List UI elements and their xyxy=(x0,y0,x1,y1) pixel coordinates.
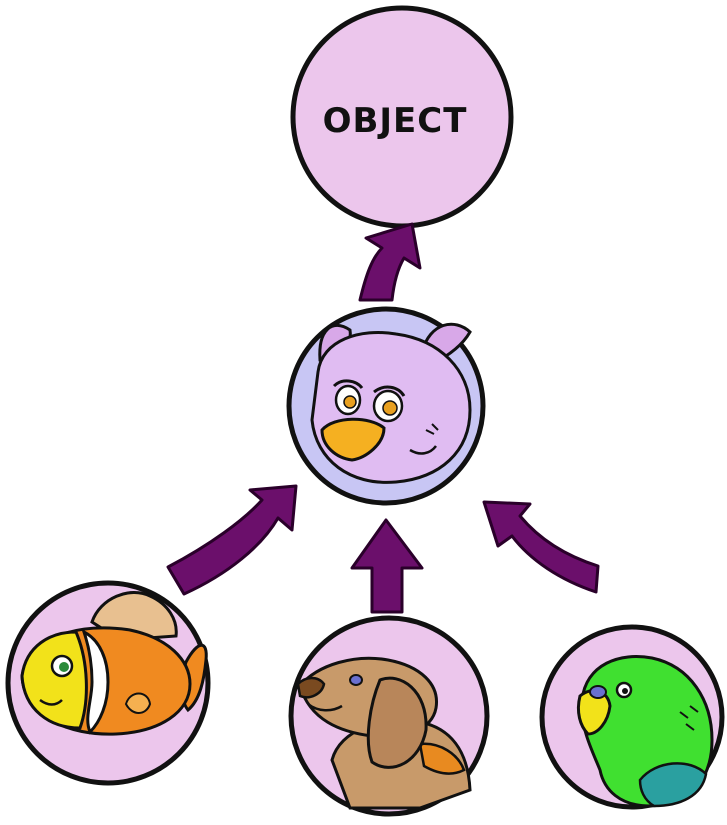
arrow-dog-to-middle xyxy=(350,518,424,614)
animal-creature-icon xyxy=(310,322,472,484)
parrot-icon xyxy=(576,655,714,808)
middle-node xyxy=(286,306,486,506)
arrow-fish-to-middle xyxy=(166,484,298,596)
clownfish-icon xyxy=(20,590,208,736)
dog-node xyxy=(288,615,490,817)
dog-icon xyxy=(296,656,472,810)
parrot-node xyxy=(539,624,725,810)
arrow-parrot-to-middle xyxy=(482,500,600,594)
fish-node xyxy=(5,580,211,786)
object-node: OBJECT xyxy=(290,5,514,229)
object-label: OBJECT xyxy=(323,101,468,141)
arrow-middle-to-object xyxy=(358,222,422,302)
